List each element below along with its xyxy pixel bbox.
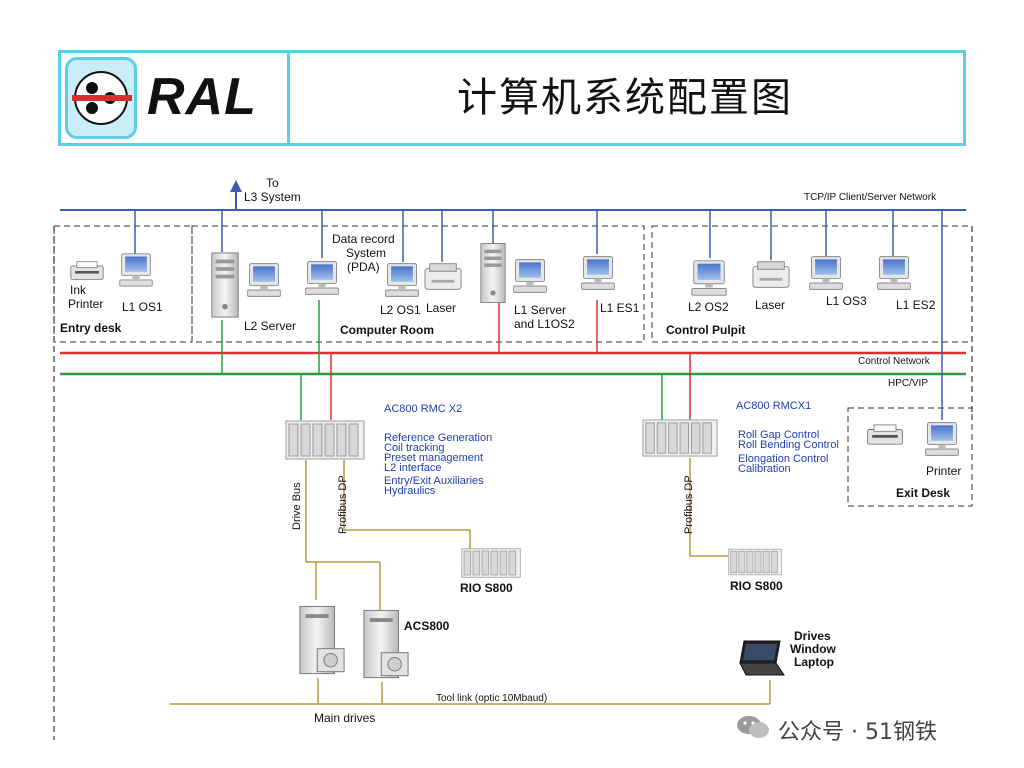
wechat-icon [737, 716, 769, 738]
rio-left-label: RIO S800 [460, 581, 513, 595]
l1-os3-label: L1 OS3 [826, 294, 867, 308]
l1-es1-label: L1 ES1 [600, 301, 640, 315]
pda-pc-icon [305, 261, 339, 295]
rmc-x2-title: AC800 RMC X2 [384, 403, 462, 415]
rmc-x2-function: L2 interface [384, 462, 441, 474]
rmc-x2-function: Hydraulics [384, 485, 436, 497]
l2-server-label: L2 Server [244, 319, 296, 333]
rmc-x2-function: Entry/Exit Auxiliaries [384, 475, 484, 487]
l2-os2-icon [691, 260, 727, 296]
laptop-label-2: Window [790, 642, 837, 656]
to-l3-label: To [266, 176, 279, 190]
computer-room-title: Computer Room [340, 323, 434, 337]
rmc-x2-function: Preset management [384, 452, 483, 464]
laser-printer-pulpit-icon [752, 261, 790, 288]
rmc-x2-function: Reference Generation [384, 432, 492, 444]
page-title: 计算机系统配置图 [457, 75, 793, 121]
rmcx1-function: Roll Bending Control [738, 439, 839, 451]
profibus-right-label: Profibus DP [683, 475, 695, 534]
l1-server-tower-icon [480, 243, 506, 303]
control-pulpit-title: Control Pulpit [666, 323, 745, 337]
l3-system-label: L3 System [244, 190, 301, 204]
main-drive-1-icon [299, 605, 345, 675]
main-drives-label: Main drives [314, 711, 375, 725]
wechat-watermark: 公众号 · 51钢铁 [736, 708, 1006, 748]
l2-os2-label: L2 OS2 [688, 300, 729, 314]
control-pulpit-box [651, 225, 973, 343]
drive-bus-label: Drive Bus [291, 482, 303, 530]
arrow-up-icon [230, 180, 242, 192]
exit-desk-box [847, 407, 973, 507]
data-record-label-1: Data record [332, 232, 395, 246]
hpc-vip-label: HPC/VIP [888, 378, 928, 389]
entry-l1-os1-label: L1 OS1 [122, 300, 163, 314]
entry-desk-box [53, 225, 193, 343]
rmc-x2-function: Coil tracking [384, 442, 445, 454]
exit-printer-icon [867, 424, 903, 445]
data-record-label-2: System [346, 246, 386, 260]
ac800-rmcx1-rack-icon [642, 419, 718, 457]
rmcx1-title: AC800 RMCX1 [736, 400, 811, 412]
l1-es1-icon [581, 256, 615, 290]
tcpip-network-label: TCP/IP Client/Server Network [804, 192, 937, 203]
logo-text: RAL [147, 68, 257, 126]
ac800-rmc-x2-rack-icon [285, 420, 365, 460]
rmcx1-functions: Roll Gap Control Roll Bending Control El… [738, 429, 839, 475]
laptop-label-3: Laptop [794, 655, 834, 669]
laptop-label-1: Drives [794, 629, 831, 643]
l2-server-tower-icon [211, 252, 239, 318]
slide-header: RAL 计算机系统配置图 [58, 50, 966, 146]
l1-os1-entry-icon [119, 253, 153, 287]
rmc-x2-functions: Reference Generation Coil tracking Prese… [384, 432, 492, 497]
exit-pc-icon [925, 422, 959, 456]
ral-emblem-icon [65, 57, 137, 139]
tool-link-label: Tool link (optic 10Mbaud) [436, 693, 547, 704]
rio-s800-left-icon [461, 548, 521, 578]
ink-label: Ink [70, 283, 87, 297]
rmcx1-function: Elongation Control [738, 453, 829, 465]
acs800-label: ACS800 [404, 619, 450, 633]
watermark-text: 公众号 · 51钢铁 [778, 720, 937, 745]
entry-printer-label: Printer [68, 297, 103, 311]
l1-server-label-2: and L1OS2 [514, 317, 575, 331]
logo-area: RAL [61, 53, 290, 143]
l2-os1-icon [385, 263, 419, 297]
ink-printer-icon [70, 261, 104, 280]
l2-server-monitor-icon [247, 263, 281, 297]
l2-os1-label: L2 OS1 [380, 303, 421, 317]
l1-es2-label: L1 ES2 [896, 298, 936, 312]
rio-s800-right-icon [728, 548, 782, 576]
main-drive-2-icon [363, 609, 409, 679]
pulpit-laser-label: Laser [755, 298, 785, 312]
rmcx1-function: Calibration [738, 463, 791, 475]
computer-room-box [191, 225, 645, 343]
control-network-label: Control Network [858, 356, 931, 367]
l1-es2-icon [877, 256, 911, 290]
rmcx1-function: Roll Gap Control [738, 429, 819, 441]
drives-window-laptop-icon [739, 640, 785, 676]
l1-os2-monitor-icon [513, 259, 547, 293]
exit-desk-title: Exit Desk [896, 486, 950, 500]
l1-server-label-1: L1 Server [514, 303, 566, 317]
room-laser-label: Laser [426, 301, 456, 315]
data-record-label-3: (PDA) [347, 260, 380, 274]
rio-right-label: RIO S800 [730, 579, 783, 593]
exit-printer-label: Printer [926, 464, 961, 478]
laser-printer-room-icon [424, 263, 462, 290]
entry-desk-title: Entry desk [60, 321, 122, 335]
profibus-left-label: Profibus DP [337, 475, 349, 534]
l1-os3-icon [809, 256, 843, 290]
